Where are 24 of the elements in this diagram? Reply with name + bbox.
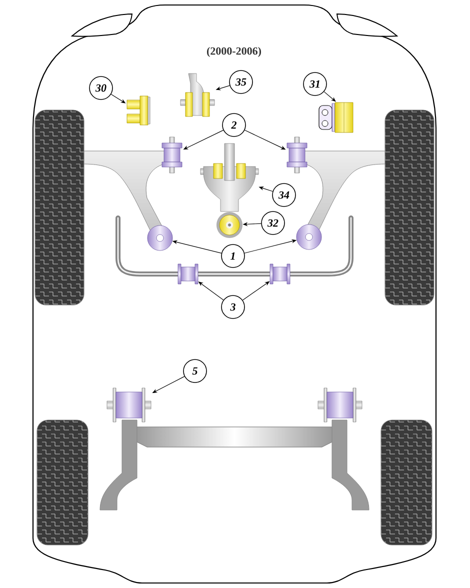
bush <box>178 264 198 284</box>
bush <box>270 264 290 284</box>
callout-number: 32 <box>261 211 285 235</box>
callout-number: 3 <box>221 295 245 319</box>
bush <box>318 388 362 422</box>
bush <box>162 136 182 174</box>
bush <box>106 388 152 422</box>
bush <box>286 136 308 174</box>
callout-number: 30 <box>89 76 113 100</box>
bush <box>216 212 242 238</box>
callout-number: 35 <box>229 70 253 94</box>
bush <box>318 102 354 133</box>
bush <box>296 224 322 250</box>
callout-number: 5 <box>183 359 207 383</box>
leader-line <box>324 91 336 102</box>
title: (2000-2006) <box>207 47 261 57</box>
bush <box>180 73 215 117</box>
callout-number: 2 <box>222 113 246 137</box>
callout-number: 34 <box>272 183 296 207</box>
bracket <box>200 143 259 212</box>
callout-number: 31 <box>303 72 327 96</box>
bush <box>147 225 173 251</box>
bush <box>126 96 150 126</box>
callout-number: 1 <box>221 244 245 268</box>
